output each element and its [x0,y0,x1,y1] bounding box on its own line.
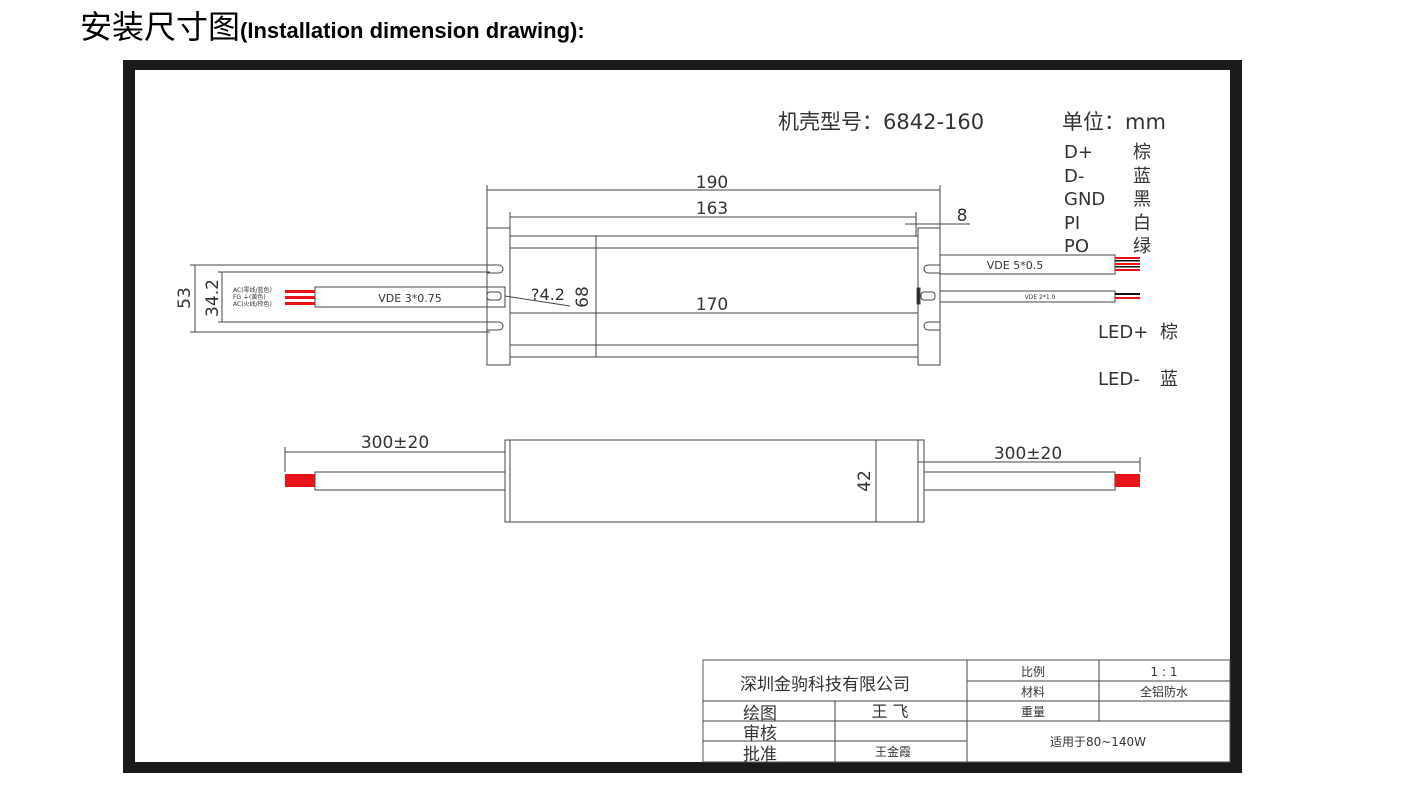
pin-color: 蓝 [1133,166,1151,187]
drawn-label: 绘图 [743,704,777,724]
title-en: (Installation dimension drawing): [240,18,585,43]
page-title: 安装尺寸图(Installation dimension drawing): [80,2,585,48]
wire-label: AC(零线/蓝色) [233,286,272,294]
dim-body-length: 163 [696,199,728,219]
dim-end-plate: 8 [957,206,968,226]
material-label: 材料 [1021,685,1045,699]
side-view: 300±20 300±20 42 [284,433,1141,523]
pin-name: D+ [1064,142,1093,163]
title-cn: 安装尺寸图 [80,8,241,46]
pin-name: PI [1064,213,1080,234]
power-note: 适用于80~140W [1050,735,1146,749]
dim-overall-length: 190 [696,173,728,193]
led-color: 棕 [1160,322,1178,343]
wire-label: FG ⏚(黄色) [233,293,266,301]
control-cable-label: VDE 5*0.5 [987,259,1043,272]
dim-mount-spacing: 170 [696,295,728,315]
led-pin: LED+ [1098,322,1148,343]
dim-width: 53 [175,287,195,309]
unit-label: 单位：mm [1062,110,1166,134]
output-cable-label: VDE 2*1.0 [1025,294,1056,301]
scale-label: 比例 [1021,665,1045,679]
approved-value: 王金霞 [875,744,911,759]
input-wire-labels: AC(零线/蓝色) FG ⏚(黄色) AC(火线/棕色) [233,286,272,308]
drawing-sheet [135,70,1230,762]
drawing-frame [123,60,1242,773]
model-label: 机壳型号：6842-160 [778,110,984,134]
pin-name: D- [1064,166,1084,187]
dim-thickness: 42 [855,470,875,492]
wire-label: AC(火线/棕色) [233,300,272,308]
weight-label: 重量 [1021,705,1045,719]
pin-name: PO [1064,236,1089,257]
scale-value: 1 : 1 [1151,665,1178,679]
dim-right-cable: 300±20 [994,444,1062,464]
pin-color: 棕 [1133,142,1151,163]
pin-color: 白 [1133,213,1151,234]
dim-height: 68 [573,286,593,308]
company-name: 深圳金驹科技有限公司 [740,675,910,695]
drawn-value: 王 飞 [871,702,908,721]
checked-label: 审核 [743,724,777,744]
title-block: 深圳金驹科技有限公司 比例 1 : 1 材料 全铝防水 重量 绘图 王 飞 审核… [702,659,1231,765]
input-cable-label: VDE 3*0.75 [378,292,441,305]
approved-label: 批准 [743,745,777,765]
pin-color: 绿 [1133,236,1151,257]
pin-name: GND [1064,189,1105,210]
material-value: 全铝防水 [1140,684,1188,699]
dim-left-cable: 300±20 [361,433,429,453]
led-pin: LED- [1098,369,1140,390]
pin-legend: D+ 棕 D- 蓝 GND 黑 PI 白 PO 绿 LED+ 棕 LED- 蓝 [1064,142,1178,390]
pin-color: 黑 [1133,189,1151,210]
dim-hole-spacing: 34.2 [203,279,223,317]
top-view: VDE 3*0.75 AC(零线/蓝色) FG ⏚(黄色) AC(火线/棕色) … [175,173,1140,366]
dim-hole: ?4.2 [531,285,565,304]
led-color: 蓝 [1160,369,1178,390]
